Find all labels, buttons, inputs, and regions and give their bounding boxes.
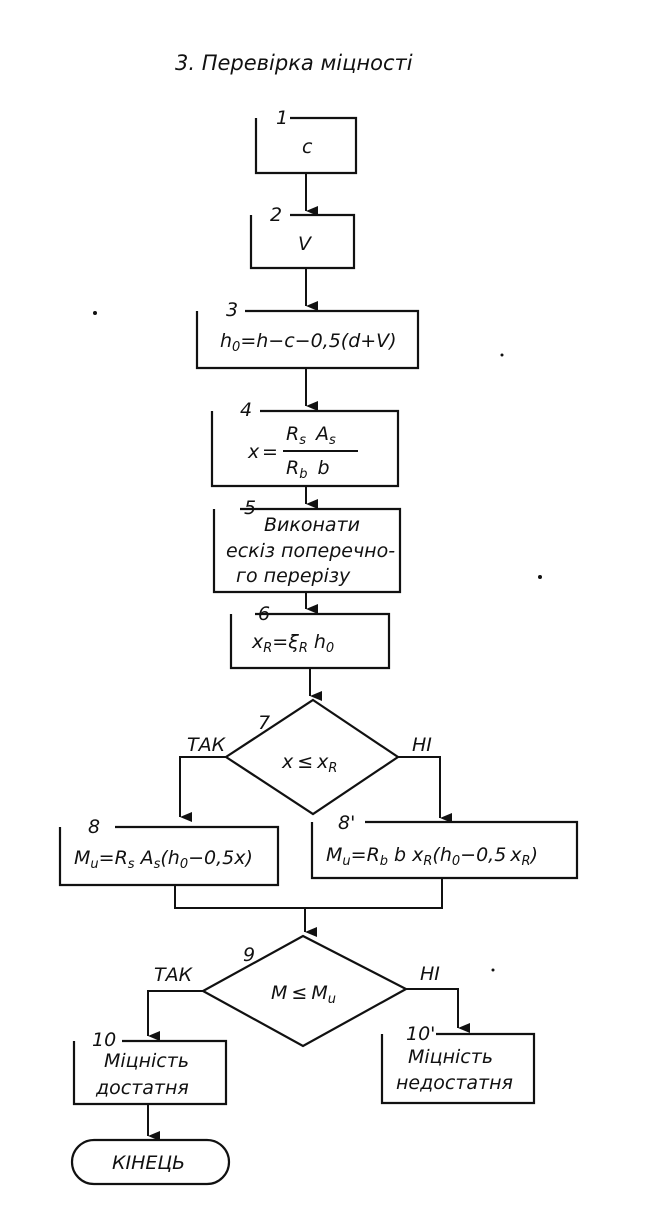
block-3-number: 3 bbox=[226, 299, 238, 321]
flow-9-no bbox=[406, 988, 470, 1033]
block-8-number: 8 bbox=[88, 816, 100, 838]
block-8-prime-frame bbox=[310, 820, 579, 880]
block-3-frame bbox=[195, 309, 420, 370]
block-2-frame bbox=[249, 213, 356, 270]
block-6-frame bbox=[229, 612, 391, 670]
decision-7-no-label: НІ bbox=[412, 734, 432, 756]
block-5-frame bbox=[212, 507, 402, 594]
block-2-text: V bbox=[298, 233, 313, 255]
decision-7-yes-label: ТАК bbox=[187, 734, 227, 756]
block-10-prime-frame bbox=[380, 1032, 536, 1105]
block-5-line-1: Виконати bbox=[264, 514, 360, 536]
block-1-text: с bbox=[302, 136, 313, 158]
block-8-frame bbox=[58, 825, 280, 887]
decision-9-no-label: НІ bbox=[420, 963, 440, 985]
decision-9: 9 M≤Mu ТАК НІ bbox=[154, 934, 440, 1048]
block-10-line-2: достатня bbox=[95, 1077, 189, 1099]
decision-7-condition: x≤xR bbox=[281, 751, 337, 776]
decision-9-condition: M≤Mu bbox=[271, 982, 336, 1007]
block-4-x: x bbox=[247, 441, 260, 463]
block-1-frame bbox=[254, 116, 358, 175]
block-4-number: 4 bbox=[240, 399, 252, 421]
block-10-line-1: Міцність bbox=[104, 1050, 189, 1072]
block-5-line-2: ескіз поперечно- bbox=[226, 540, 395, 562]
block-3-formula: h0=h−c−0,5(d+V) bbox=[220, 330, 397, 355]
speck bbox=[538, 575, 542, 579]
block-10-frame bbox=[72, 1039, 228, 1106]
block-10: 10 Міцність достатня bbox=[72, 1029, 228, 1106]
decision-7-diamond bbox=[223, 698, 400, 816]
block-5-number: 5 bbox=[244, 497, 256, 519]
page-title: 3. Перевірка міцності bbox=[175, 51, 413, 75]
block-10-prime-line-2: недостатня bbox=[396, 1072, 513, 1094]
flow-7-no bbox=[398, 756, 452, 823]
block-8-prime-number: 8' bbox=[338, 812, 355, 834]
speck bbox=[93, 311, 97, 315]
decision-9-number: 9 bbox=[243, 944, 255, 966]
flow-7-yes bbox=[179, 756, 226, 822]
block-1: 1 с bbox=[254, 107, 358, 175]
block-2: 2 V bbox=[249, 204, 356, 270]
decision-9-diamond bbox=[200, 934, 409, 1048]
end-terminator-label: КІНЕЦЬ bbox=[112, 1152, 185, 1174]
block-10-number: 10 bbox=[92, 1029, 116, 1051]
decision-9-yes-label: ТАК bbox=[154, 964, 194, 986]
block-2-number: 2 bbox=[270, 204, 282, 226]
block-10-prime-number: 10' bbox=[406, 1023, 435, 1045]
speck bbox=[500, 353, 504, 357]
flow-8-prime-merge bbox=[305, 878, 443, 909]
block-4-eq: = bbox=[262, 441, 278, 463]
block-5: 5 Виконати ескіз поперечно- го перерізу bbox=[212, 497, 402, 594]
block-4-frame bbox=[210, 409, 400, 488]
flow-8-merge bbox=[174, 885, 305, 909]
decision-7: 7 x≤xR ТАК НІ bbox=[187, 698, 432, 816]
decision-7-number: 7 bbox=[258, 712, 270, 734]
block-10-prime: 10' Міцність недостатня bbox=[380, 1023, 536, 1105]
speck bbox=[491, 968, 495, 972]
end-terminator: КІНЕЦЬ bbox=[70, 1138, 231, 1186]
block-1-number: 1 bbox=[276, 107, 288, 129]
block-5-line-3: го перерізу bbox=[236, 565, 351, 587]
end-terminator-shape bbox=[70, 1138, 231, 1186]
flow-9-yes bbox=[147, 990, 203, 1041]
block-6-number: 6 bbox=[258, 603, 270, 625]
block-3: 3 h0=h−c−0,5(d+V) bbox=[195, 299, 420, 370]
block-10-prime-line-1: Міцність bbox=[408, 1046, 493, 1068]
